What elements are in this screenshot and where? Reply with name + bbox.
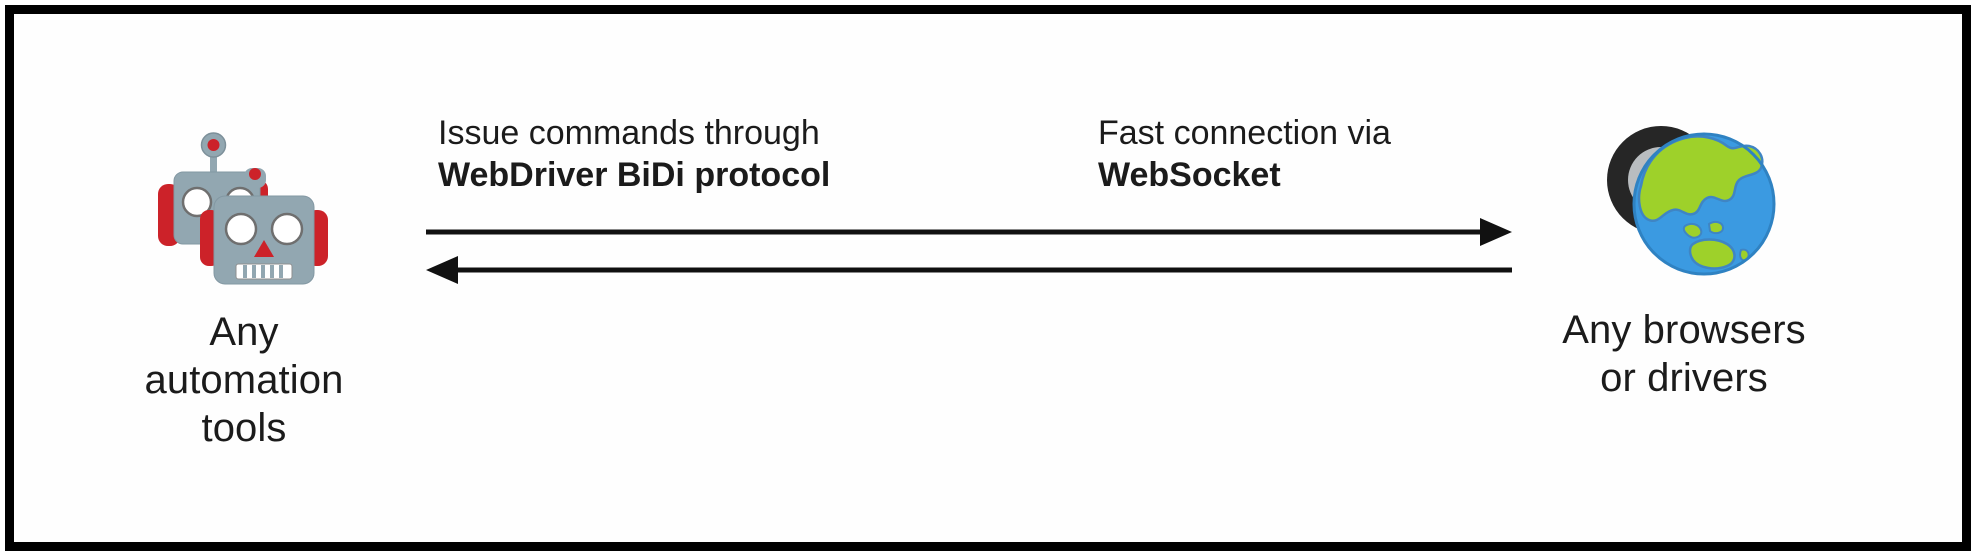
- caption-line: automation: [144, 358, 344, 402]
- globe-with-steering-wheel-icon: [1607, 126, 1776, 276]
- earth-globe-icon: [1632, 132, 1776, 276]
- caption-line: or drivers: [1600, 356, 1768, 400]
- label-line-2: WebDriver BiDi protocol: [438, 156, 831, 194]
- diagram-frame: Any automation tools Issue commands thro…: [5, 5, 1971, 551]
- arrow-left-to-right: [426, 218, 1512, 246]
- node-automation-tools: Any automation tools: [74, 132, 414, 452]
- caption-line: Any browsers: [1562, 308, 1806, 352]
- label-line-1: Issue commands through: [438, 114, 820, 152]
- arrow-right-to-left: [426, 256, 1512, 284]
- node-browsers-drivers-caption: Any browsers or drivers: [1484, 306, 1884, 402]
- connection-label-websocket: Fast connection via WebSocket: [1098, 112, 1391, 196]
- node-browsers-drivers: Any browsers or drivers: [1484, 114, 1884, 402]
- node-automation-tools-caption: Any automation tools: [74, 308, 414, 452]
- caption-line: Any: [209, 310, 279, 354]
- connection-label-webdriver-bidi: Issue commands through WebDriver BiDi pr…: [438, 112, 830, 196]
- label-line-2: WebSocket: [1098, 156, 1281, 194]
- caption-line: tools: [201, 406, 287, 450]
- connection-arrows: [426, 218, 1512, 284]
- label-line-1: Fast connection via: [1098, 114, 1391, 152]
- robot-icon: [158, 132, 328, 285]
- diagram-canvas: Any automation tools Issue commands thro…: [14, 14, 1962, 542]
- robot-front-head: [200, 195, 328, 285]
